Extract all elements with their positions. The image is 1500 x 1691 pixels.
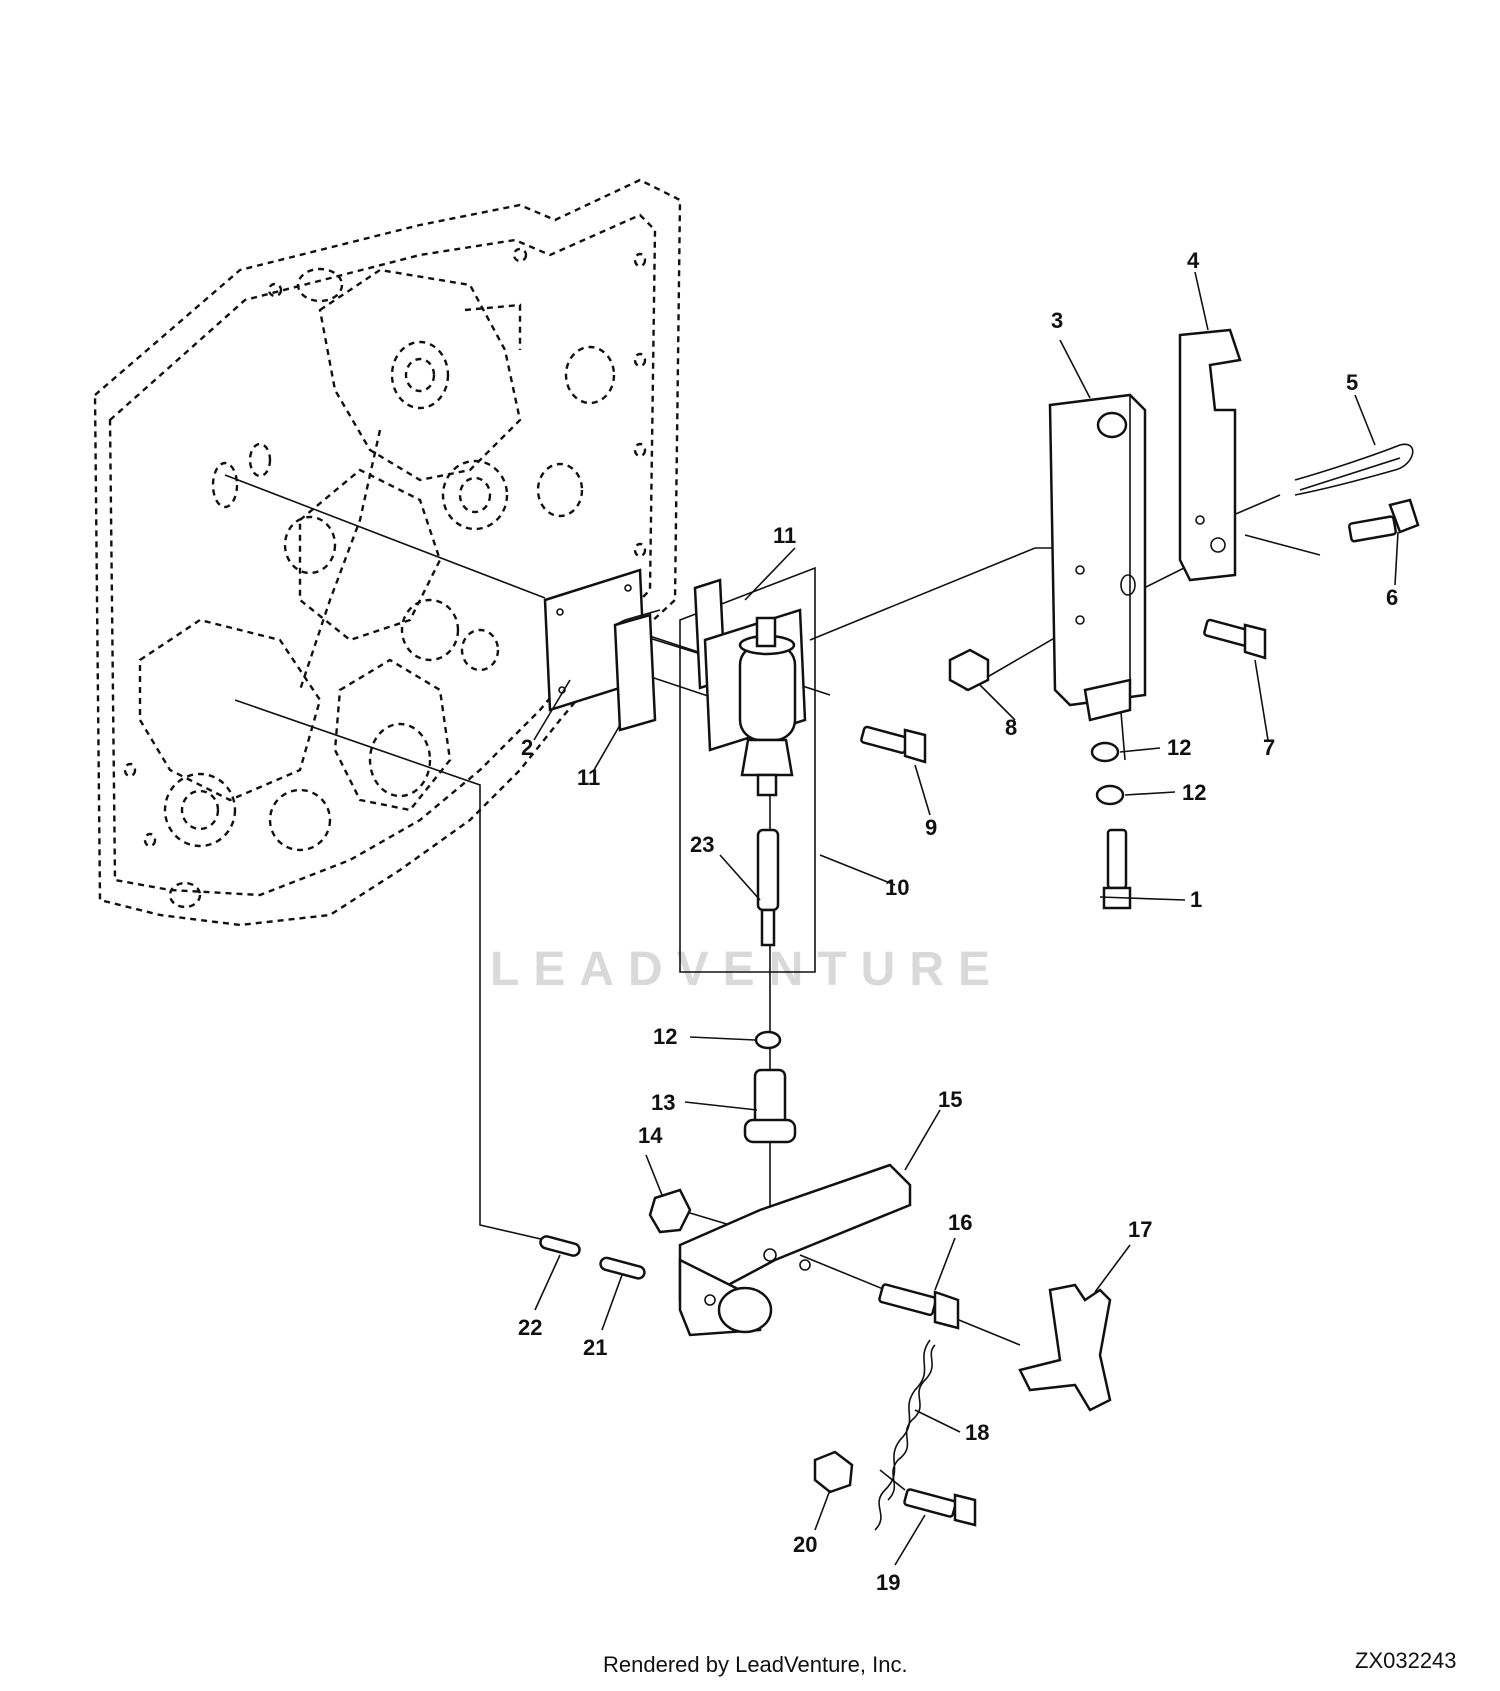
callout-11-lower: 11 bbox=[577, 765, 600, 790]
flange-nut-part-8 bbox=[948, 648, 990, 692]
nut-part-12-center bbox=[754, 1030, 782, 1050]
callout-8: 8 bbox=[1005, 715, 1017, 740]
bolt-part-9 bbox=[860, 725, 927, 764]
callout-6: 6 bbox=[1386, 585, 1398, 610]
rod-part-23 bbox=[756, 828, 780, 947]
callout-12-center: 12 bbox=[653, 1024, 677, 1049]
figure-id: ZX032243 bbox=[1355, 1648, 1457, 1673]
callout-4: 4 bbox=[1187, 248, 1200, 273]
nut-part-12-upper-right bbox=[1090, 741, 1120, 763]
callout-10: 10 bbox=[885, 875, 909, 900]
bolt-part-19 bbox=[903, 1488, 977, 1527]
nut-part-20 bbox=[813, 1450, 854, 1494]
callout-20: 20 bbox=[793, 1532, 817, 1557]
pin-part-22 bbox=[539, 1235, 581, 1257]
callout-leaders bbox=[533, 271, 1399, 1566]
lever-part-15 bbox=[678, 1163, 912, 1337]
transmission-housing bbox=[93, 178, 682, 927]
bolt-part-7 bbox=[1203, 618, 1267, 660]
pin-part-21 bbox=[599, 1256, 646, 1280]
bolt-part-6 bbox=[1347, 498, 1420, 543]
solenoid-kit-outline-part-10 bbox=[679, 566, 816, 973]
render-credit: Rendered by LeadVenture, Inc. bbox=[603, 1652, 908, 1677]
callout-13: 13 bbox=[651, 1090, 675, 1115]
callout-9: 9 bbox=[925, 815, 937, 840]
cotter-pin-part-5 bbox=[1294, 443, 1414, 496]
callout-21: 21 bbox=[583, 1335, 607, 1360]
callout-7: 7 bbox=[1263, 735, 1275, 760]
callout-12-lower-right: 12 bbox=[1182, 780, 1206, 805]
bracket-part-3 bbox=[1048, 393, 1147, 722]
solenoid bbox=[738, 616, 797, 797]
plate-part-4 bbox=[1178, 328, 1242, 582]
nut-part-12-lower-right bbox=[1095, 784, 1125, 806]
callout-3: 3 bbox=[1051, 308, 1063, 333]
spring-part-18 bbox=[874, 1339, 936, 1531]
callout-22: 22 bbox=[518, 1315, 542, 1340]
callout-18: 18 bbox=[965, 1420, 989, 1445]
callout-2: 2 bbox=[521, 735, 533, 760]
watermark-text: LEADVENTURE bbox=[490, 943, 1004, 996]
bracket-part-11-lower bbox=[613, 609, 661, 732]
bushing-part-14 bbox=[648, 1188, 692, 1234]
bolt-part-16 bbox=[878, 1283, 960, 1330]
callout-16: 16 bbox=[948, 1210, 972, 1235]
bolt-part-1 bbox=[1102, 828, 1132, 910]
callout-12-upper-right: 12 bbox=[1167, 735, 1191, 760]
callout-14: 14 bbox=[638, 1123, 663, 1148]
callout-11-upper: 11 bbox=[773, 523, 796, 548]
callout-23: 23 bbox=[690, 832, 714, 857]
callout-15: 15 bbox=[938, 1087, 962, 1112]
shift-fork-part-17 bbox=[1018, 1283, 1112, 1412]
callout-17: 17 bbox=[1128, 1217, 1152, 1242]
callout-19: 19 bbox=[876, 1570, 900, 1595]
callout-5: 5 bbox=[1346, 370, 1358, 395]
clevis-part-13 bbox=[743, 1068, 797, 1144]
callout-1: 1 bbox=[1190, 887, 1202, 912]
